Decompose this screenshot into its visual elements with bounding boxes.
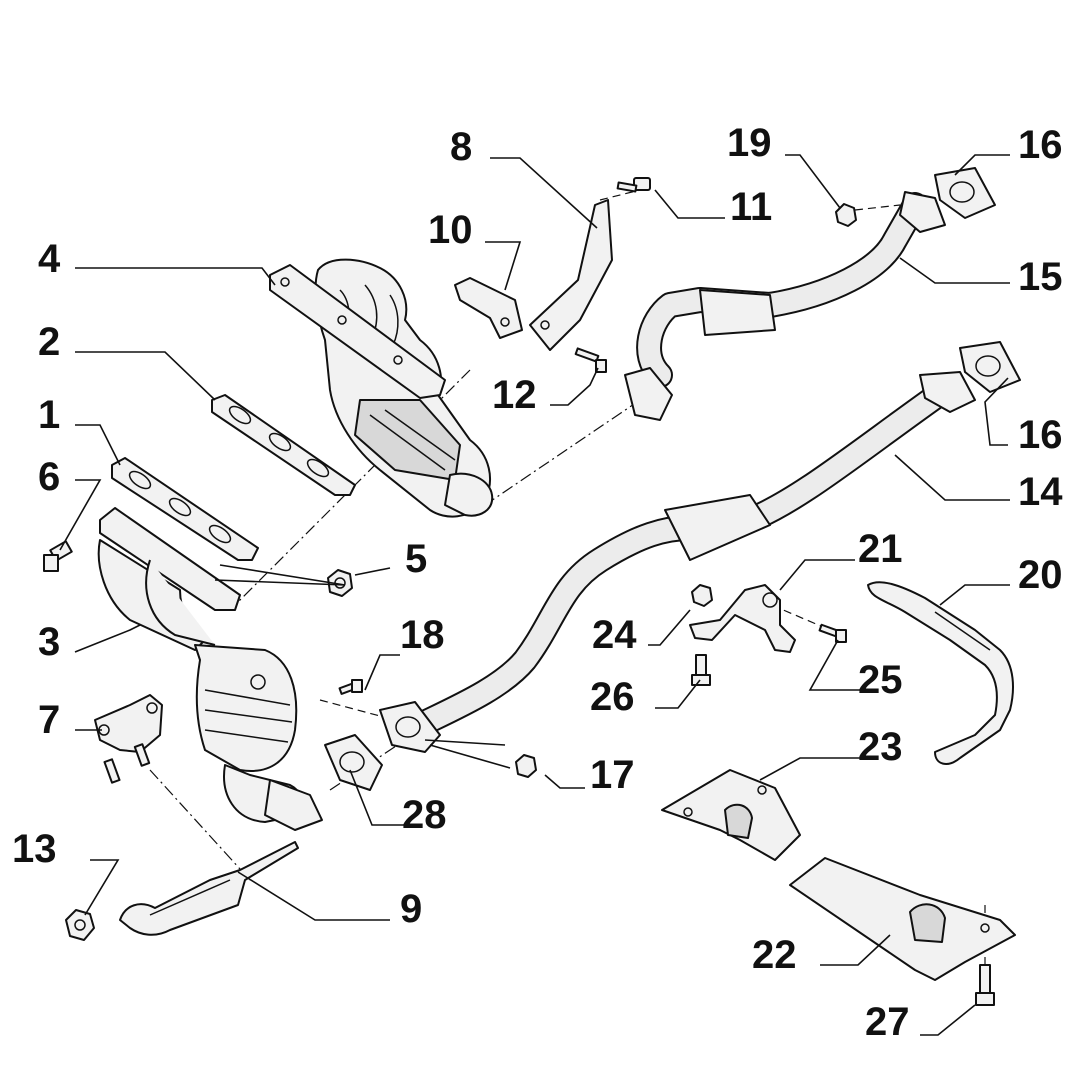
callout-23: 23 bbox=[858, 725, 903, 769]
callout-16-lower: 16 bbox=[1018, 413, 1063, 457]
part-16-gasket-lower bbox=[959, 341, 1021, 393]
callout-15: 15 bbox=[1018, 255, 1063, 299]
part-1-manifold-gasket bbox=[111, 457, 259, 561]
callout-24: 24 bbox=[592, 613, 637, 657]
part-22-support bbox=[789, 857, 1016, 981]
part-16-gasket-upper bbox=[934, 167, 996, 219]
part-2-manifold-gasket bbox=[211, 394, 356, 496]
callout-25: 25 bbox=[858, 658, 903, 702]
part-24-nut bbox=[691, 584, 713, 607]
callout-13: 13 bbox=[12, 827, 57, 871]
callout-20: 20 bbox=[1018, 553, 1063, 597]
part-5-nut bbox=[327, 569, 353, 597]
callout-3: 3 bbox=[38, 620, 60, 664]
callout-26: 26 bbox=[590, 675, 635, 719]
part-20-rear-pipe bbox=[867, 581, 1014, 765]
part-7-bracket bbox=[94, 694, 163, 784]
callout-10: 10 bbox=[428, 208, 473, 252]
part-3-lower-manifold-catalyst bbox=[97, 507, 323, 831]
part-14-intermediate-pipe bbox=[397, 371, 976, 743]
callout-28: 28 bbox=[402, 793, 447, 837]
callout-27: 27 bbox=[865, 1000, 910, 1044]
callout-17: 17 bbox=[590, 753, 635, 797]
callout-2: 2 bbox=[38, 320, 60, 364]
part-6-bolt bbox=[43, 540, 73, 572]
part-8-bracket bbox=[529, 199, 613, 351]
part-10-bracket bbox=[454, 277, 523, 339]
callout-14: 14 bbox=[1018, 470, 1063, 514]
part-26-bolt bbox=[691, 654, 711, 686]
part-19-nut bbox=[835, 203, 857, 227]
callout-19: 19 bbox=[727, 121, 772, 165]
callout-7: 7 bbox=[38, 698, 60, 742]
part-4-upper-manifold-catalyst bbox=[269, 258, 494, 518]
callout-6: 6 bbox=[38, 455, 60, 499]
part-12-bolt bbox=[574, 347, 607, 373]
part-25-bolt bbox=[818, 623, 847, 643]
part-21-hanger-bracket bbox=[689, 584, 796, 653]
callout-12: 12 bbox=[492, 373, 537, 417]
callout-21: 21 bbox=[858, 527, 903, 571]
callout-1: 1 bbox=[38, 393, 60, 437]
part-23-support bbox=[661, 769, 801, 861]
part-17-nut bbox=[515, 754, 537, 778]
part-28-flange-gasket bbox=[324, 701, 441, 791]
callout-9: 9 bbox=[400, 887, 422, 931]
callout-labels: 4 2 1 6 5 3 7 13 9 8 10 11 12 19 16 15 1… bbox=[12, 121, 1063, 1044]
part-15-front-pipe bbox=[624, 191, 946, 421]
part-27-bolt bbox=[975, 964, 995, 1006]
callout-11: 11 bbox=[730, 185, 772, 229]
callout-5: 5 bbox=[405, 537, 427, 581]
callout-18: 18 bbox=[400, 613, 445, 657]
part-11-bolt bbox=[616, 177, 651, 193]
callout-22: 22 bbox=[752, 933, 797, 977]
callout-16-upper: 16 bbox=[1018, 123, 1063, 167]
part-13-nut bbox=[65, 909, 95, 941]
part-9-heat-shield bbox=[119, 841, 299, 936]
leader-lines bbox=[59, 154, 1010, 1036]
part-18-bolt bbox=[338, 679, 363, 695]
callout-8: 8 bbox=[450, 125, 472, 169]
callout-4: 4 bbox=[38, 237, 61, 281]
